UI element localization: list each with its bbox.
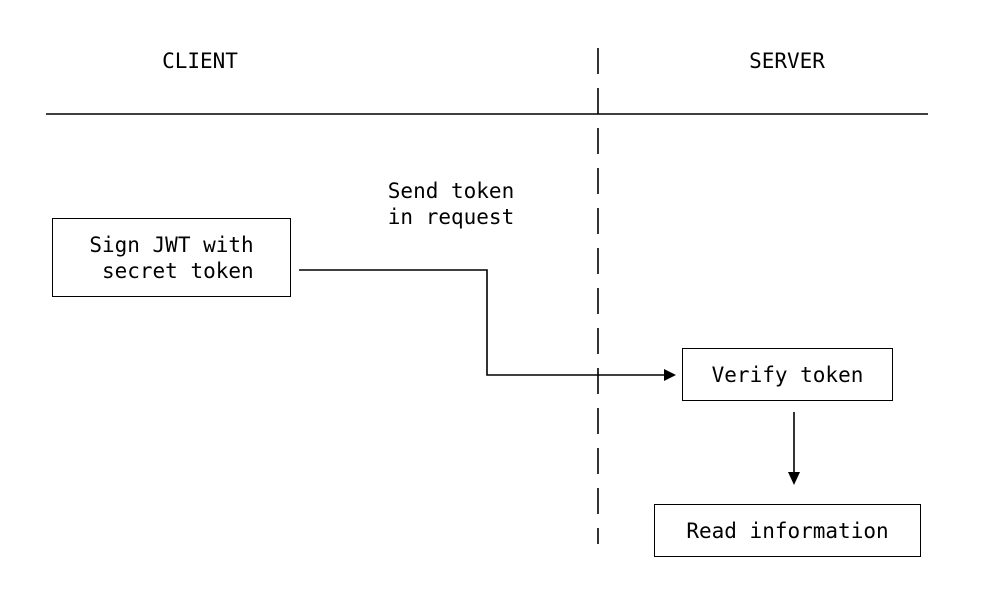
send-token-arrowhead: [664, 369, 676, 381]
send-token-label: Send token in request: [387, 179, 515, 229]
client-header: CLIENT: [162, 49, 238, 73]
verify-to-read-arrowhead: [788, 472, 800, 485]
server-header: SERVER: [749, 49, 825, 73]
read-information-box: Read information: [654, 504, 921, 557]
verify-token-box: Verify token: [682, 348, 893, 401]
sign-jwt-box: Sign JWT with secret token: [52, 218, 291, 297]
send-token-connector: [299, 269, 664, 376]
